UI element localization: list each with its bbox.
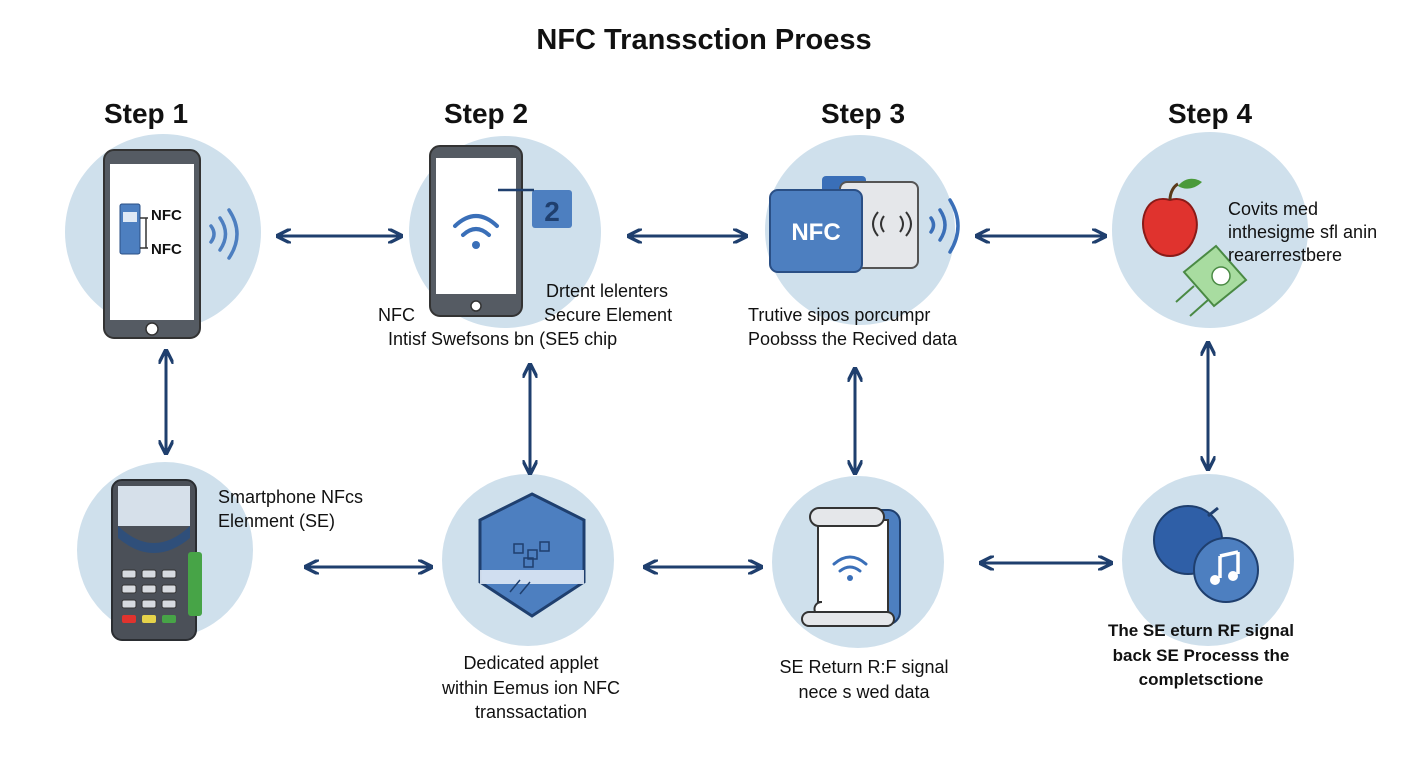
step-2-badge: 2 <box>544 196 560 227</box>
secure-applet-icon <box>478 492 586 618</box>
bottom-2-caption-line2: within Eemus ion NFC <box>441 678 621 698</box>
step-4-heading: Step 4 <box>1167 98 1253 129</box>
bottom-4-caption-line1: The SE eturn RF signal <box>1107 621 1295 640</box>
smartphone-nfc-icon <box>103 149 239 339</box>
step-3-card-label: NFC <box>791 219 840 246</box>
step-1-chip-label-1: NFC <box>151 207 182 224</box>
bottom-2-caption-line3: transsactation <box>474 702 588 722</box>
bottom-2-caption-line1: Dedicated applet <box>463 653 599 673</box>
nfc-card-icon <box>769 176 960 273</box>
bottom-3-caption-line2: nece s wed data <box>798 682 930 702</box>
step-2-caption-line2: Secure Element <box>544 305 673 325</box>
step-4-caption-line2: inthesigme sfl anin <box>1228 222 1378 242</box>
step-1-chip-label-2: NFC <box>151 241 182 258</box>
bottom-4-caption-line2: back SE Processs the <box>1112 646 1290 665</box>
step-4-caption-line3: rearerrestbere <box>1228 245 1343 265</box>
step-2-caption-line1: Drtent lelenters <box>546 281 669 301</box>
bottom-3-caption-line1: SE Return R:F signal <box>779 657 949 677</box>
bottom-1-caption-line1: Smartphone NFcs <box>218 487 364 507</box>
smartphone-badge-icon <box>429 145 572 317</box>
receipt-scroll-icon <box>801 507 901 627</box>
apple-cash-icon <box>1142 178 1248 317</box>
bottom-4-caption-line3: completsctione <box>1138 670 1264 689</box>
step-3-heading: Step 3 <box>820 98 906 129</box>
pos-terminal-icon <box>111 479 202 641</box>
music-coin-icon <box>1153 505 1259 603</box>
step-3-caption-line1: Trutive sipos porcumpr <box>748 305 931 325</box>
bottom-1-caption-line2: Elenment (SE) <box>218 511 336 531</box>
diagram-title: NFC Transsction Proess <box>536 24 872 56</box>
step-2-heading: Step 2 <box>443 98 529 129</box>
step-2-caption-left: NFC <box>378 305 415 325</box>
step-4-circle <box>1112 132 1308 328</box>
step-4-caption-line1: Covits med <box>1228 199 1319 219</box>
step-3-caption-line2: Poobsss the Recived data <box>748 329 958 349</box>
step-2-caption-line3: Intisf Swefsons bn (SE5 chip <box>388 329 618 349</box>
step-1-heading: Step 1 <box>103 98 189 129</box>
